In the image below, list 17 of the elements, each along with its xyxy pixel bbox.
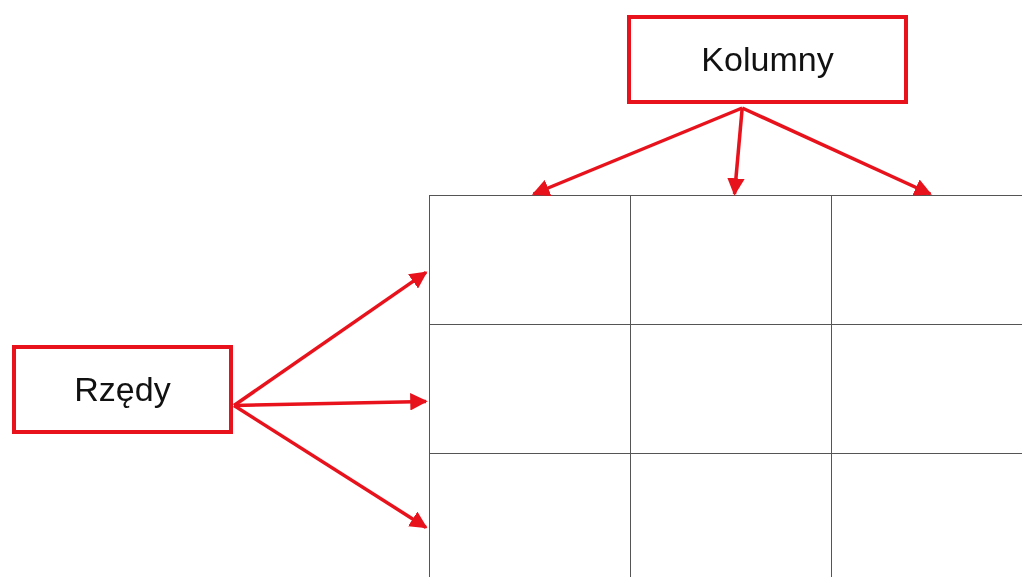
table-cell (630, 324, 831, 453)
table-cell (831, 324, 1022, 453)
arrow (727, 107, 745, 196)
table-cell (429, 453, 630, 577)
arrow (741, 106, 932, 196)
table-cell (630, 195, 831, 324)
label-box: Kolumny (627, 15, 908, 104)
table-cell (630, 453, 831, 577)
table-cell (831, 453, 1022, 577)
arrow (233, 393, 428, 411)
arrow (233, 270, 428, 407)
arrow (531, 106, 743, 197)
table-cell (429, 324, 630, 453)
label-box: Rzędy (12, 345, 233, 434)
table-cell (831, 195, 1022, 324)
table-cell (429, 195, 630, 324)
arrow (233, 404, 428, 529)
